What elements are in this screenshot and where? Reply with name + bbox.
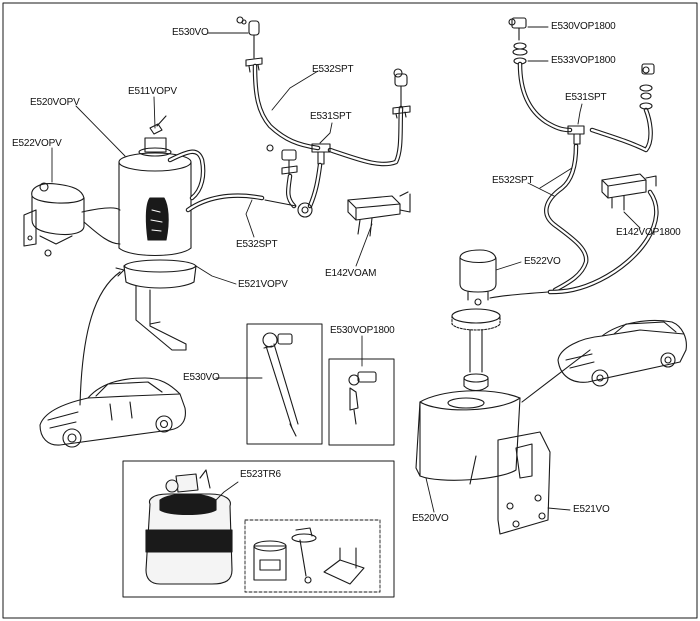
label-e521vopv: E521VOPV <box>238 279 288 290</box>
label-e521vo: E521VO <box>573 504 610 515</box>
left-pump-assembly <box>23 16 411 448</box>
label-e532spt-mid: E532SPT <box>236 239 278 250</box>
car-right <box>557 319 687 387</box>
inset-e530vo <box>246 323 323 445</box>
jet-right <box>392 68 411 119</box>
inset-e523tr6 <box>122 460 395 598</box>
label-e532spt-right: E532SPT <box>492 175 534 186</box>
right-washer-assembly <box>415 17 687 535</box>
car-left <box>39 377 186 448</box>
label-e520vopv: E520VOPV <box>30 97 80 108</box>
switch-e142vop1800 <box>601 173 657 211</box>
label-e142voam: E142VOAM <box>325 268 377 279</box>
label-e530vo-inset: E530VO <box>183 372 220 383</box>
bracket-e521vo <box>497 431 551 535</box>
label-e530vop1800-top: E530VOP1800 <box>551 21 616 32</box>
label-e511vopv: E511VOPV <box>128 86 177 97</box>
motor-e522vopv <box>23 182 121 257</box>
switch-e142voam <box>347 191 411 237</box>
label-e533vop1800: E533VOP1800 <box>551 55 616 66</box>
inset-e530vop1800 <box>328 358 395 446</box>
small-jet-mid <box>266 144 298 175</box>
pump-e520vopv <box>118 149 265 256</box>
reservoir-e520vo <box>415 390 521 485</box>
jet-e530vop1800 <box>508 17 528 65</box>
label-e531spt-mid: E531SPT <box>310 111 352 122</box>
label-e522vo: E522VO <box>524 256 561 267</box>
label-e522vopv: E522VOPV <box>12 138 62 149</box>
pointer-arrow <box>79 271 121 406</box>
motor-e522vo <box>459 249 497 306</box>
label-e532spt-top: E532SPT <box>312 64 354 75</box>
jet-e530vo-top <box>236 16 263 73</box>
label-e531spt-right: E531SPT <box>565 92 607 103</box>
label-e142vop1800: E142VOP1800 <box>616 227 681 238</box>
jet-right-top <box>639 63 655 110</box>
label-e520vo: E520VO <box>412 513 449 524</box>
label-e530vop1800-inset: E530VOP1800 <box>330 325 395 336</box>
leader-lines <box>51 26 641 513</box>
label-e523tr6: E523TR6 <box>240 469 281 480</box>
bracket-e521vopv <box>123 259 197 351</box>
label-e530vo-top: E530VO <box>172 27 209 38</box>
